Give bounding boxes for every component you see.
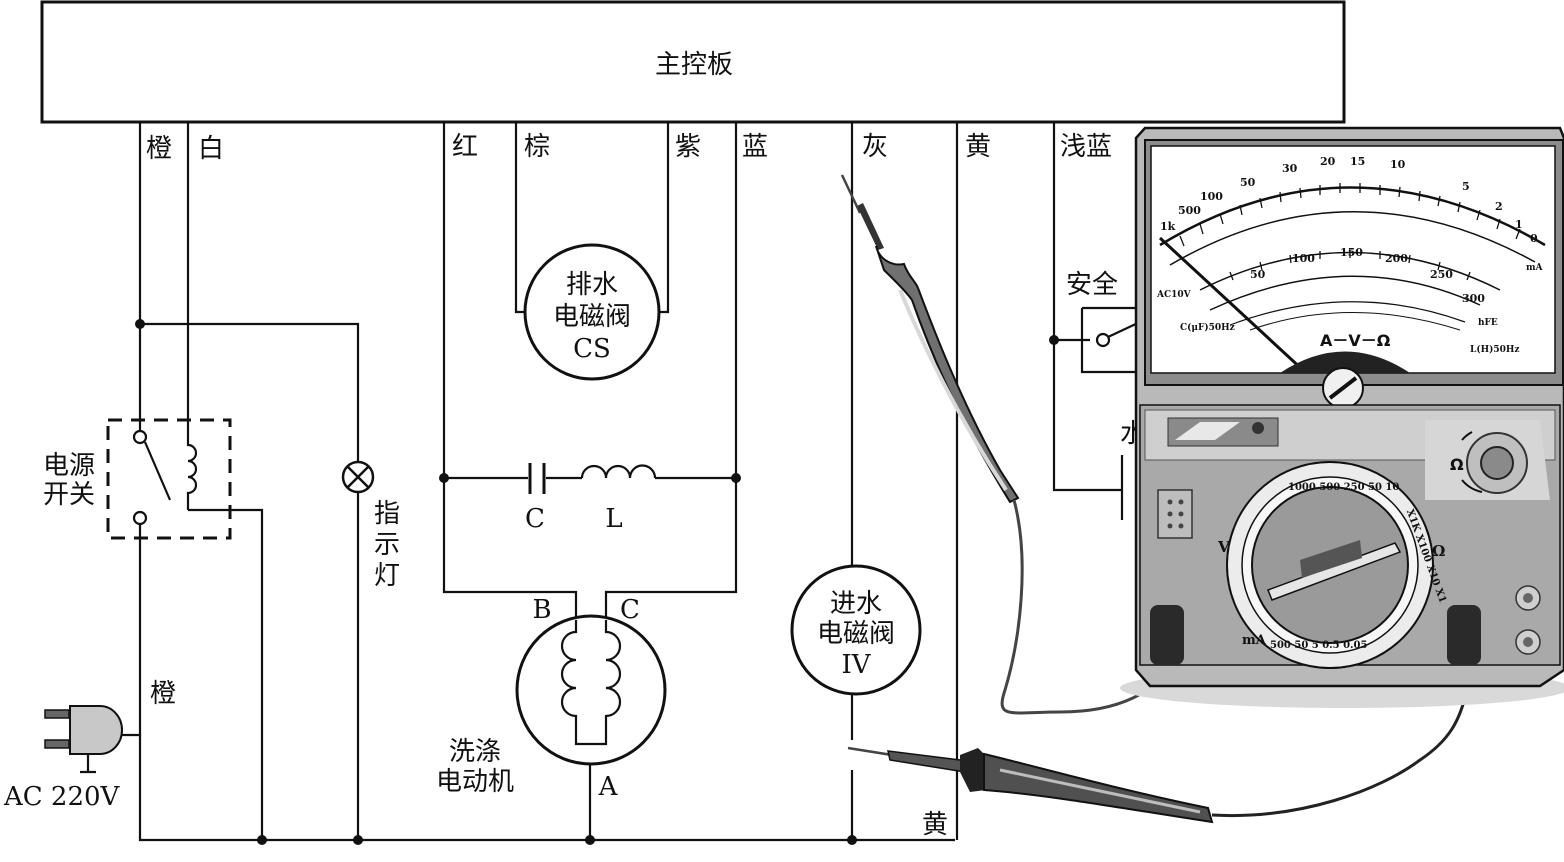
test-probes	[840, 174, 1469, 824]
zero-adjust-label: Ω	[1450, 455, 1464, 474]
svg-text:0: 0	[1530, 232, 1538, 245]
wire-label-yellow: 黄	[965, 132, 991, 162]
lamp-label-1: 指	[374, 499, 400, 529]
drain-valve-label-3: CS	[573, 334, 611, 364]
power-switch: 电源 开关	[43, 418, 232, 540]
svg-text:hFE: hFE	[1478, 318, 1498, 328]
bottom-yellow-label: 黄	[922, 810, 948, 840]
safety-switch: 安全 水	[1066, 270, 1146, 449]
wire-label-brown: 棕	[524, 132, 550, 162]
lamp-label-2: 示	[374, 530, 400, 560]
drain-valve-label-1: 排水	[566, 270, 618, 300]
drain-valve-label-2: 电磁阀	[553, 302, 631, 332]
multimeter: 1k 500 100 50 30 20 15 10 5 2 1 0 50 100…	[1120, 126, 1564, 708]
junction-dots	[135, 319, 1059, 845]
knob-ma-ranges: 500 50 5 0.5 0.05	[1270, 640, 1367, 651]
svg-text:5: 5	[1462, 180, 1470, 193]
capacitor: C	[525, 463, 546, 534]
indicator-lamp: 指 示 灯	[341, 460, 400, 591]
safety-label: 安全	[1066, 270, 1118, 300]
drain-valve-cs: 排水 电磁阀 CS	[523, 243, 661, 381]
main-control-board: 主控板	[40, 0, 1346, 124]
svg-text:50: 50	[1240, 176, 1256, 189]
hfe-socket	[1157, 489, 1193, 539]
inlet-valve-iv: 进水 电磁阀 IV	[790, 564, 922, 696]
svg-text:1k: 1k	[1160, 220, 1176, 233]
knob-ma-label: mA	[1242, 633, 1267, 648]
svg-text:AC10V: AC10V	[1156, 290, 1192, 300]
svg-text:500: 500	[1178, 204, 1201, 217]
svg-text:200: 200	[1385, 252, 1408, 265]
svg-text:50: 50	[1250, 268, 1266, 281]
upper-probe	[840, 174, 1167, 715]
circuit-wires	[122, 122, 1140, 842]
svg-text:2: 2	[1495, 200, 1503, 213]
inductor-label: L	[605, 504, 622, 534]
probe-jacks	[1150, 585, 1541, 665]
inductor: L	[580, 464, 657, 534]
wire-label-gray: 灰	[862, 132, 888, 162]
inlet-valve-label-3: IV	[841, 650, 871, 680]
motor-terminal-b: B	[532, 595, 551, 625]
wire-label-blue: 蓝	[742, 132, 768, 162]
motor-terminal-c: C	[620, 595, 640, 625]
svg-text:L(H)50Hz: L(H)50Hz	[1470, 344, 1520, 355]
svg-text:20: 20	[1320, 155, 1336, 168]
svg-text:C(μF)50Hz: C(μF)50Hz	[1180, 322, 1235, 333]
capacitor-label: C	[525, 504, 545, 534]
range-selector-knob[interactable]	[1226, 461, 1434, 669]
lamp-label-3: 灯	[374, 561, 400, 591]
svg-text:150: 150	[1340, 246, 1363, 259]
zero-adjust-knob[interactable]: Ω	[1425, 420, 1550, 500]
main-board-label: 主控板	[655, 50, 733, 80]
ac-plug: 橙 AC 220V	[3, 679, 176, 812]
svg-text:100: 100	[1200, 190, 1223, 203]
plug-orange-label: 橙	[150, 679, 176, 709]
svg-text:30: 30	[1282, 162, 1298, 175]
wash-motor: B C A 洗涤 电动机	[436, 595, 667, 802]
knob-ohm-label: Ω	[1432, 542, 1445, 560]
inlet-valve-label-1: 进水	[830, 589, 882, 619]
svg-text:100: 100	[1292, 252, 1315, 265]
power-switch-label-1: 电源	[43, 451, 95, 481]
plug-voltage-label: AC 220V	[3, 782, 121, 812]
motor-label-2: 电动机	[436, 767, 514, 797]
wire-label-white: 白	[198, 134, 224, 164]
wire-label-red: 红	[452, 132, 478, 162]
knob-v-ranges: 1000 500 250 50 10	[1288, 482, 1399, 493]
svg-text:10: 10	[1390, 158, 1406, 171]
wire-label-purple: 紫	[675, 132, 701, 162]
knob-dcv-label: V	[1217, 538, 1230, 556]
inlet-valve-label-2: 电磁阀	[817, 619, 895, 649]
meter-scale-arcs	[1159, 186, 1546, 326]
wire-label-orange: 橙	[146, 134, 172, 164]
motor-label-1: 洗涤	[449, 737, 501, 767]
svg-text:1: 1	[1515, 218, 1523, 231]
svg-text:A－V－Ω: A－V－Ω	[1320, 331, 1391, 350]
wire-label-light-blue: 浅蓝	[1060, 132, 1112, 162]
lower-probe	[847, 689, 1469, 824]
svg-text:250: 250	[1430, 268, 1453, 281]
svg-text:15: 15	[1350, 155, 1365, 168]
wire-labels: 橙 白 红 棕 紫 蓝 灰 黄 浅蓝	[146, 132, 1112, 164]
svg-text:300: 300	[1462, 292, 1485, 305]
motor-terminal-a: A	[598, 772, 619, 802]
svg-text:mA: mA	[1526, 263, 1544, 273]
power-switch-label-2: 开关	[43, 480, 95, 510]
